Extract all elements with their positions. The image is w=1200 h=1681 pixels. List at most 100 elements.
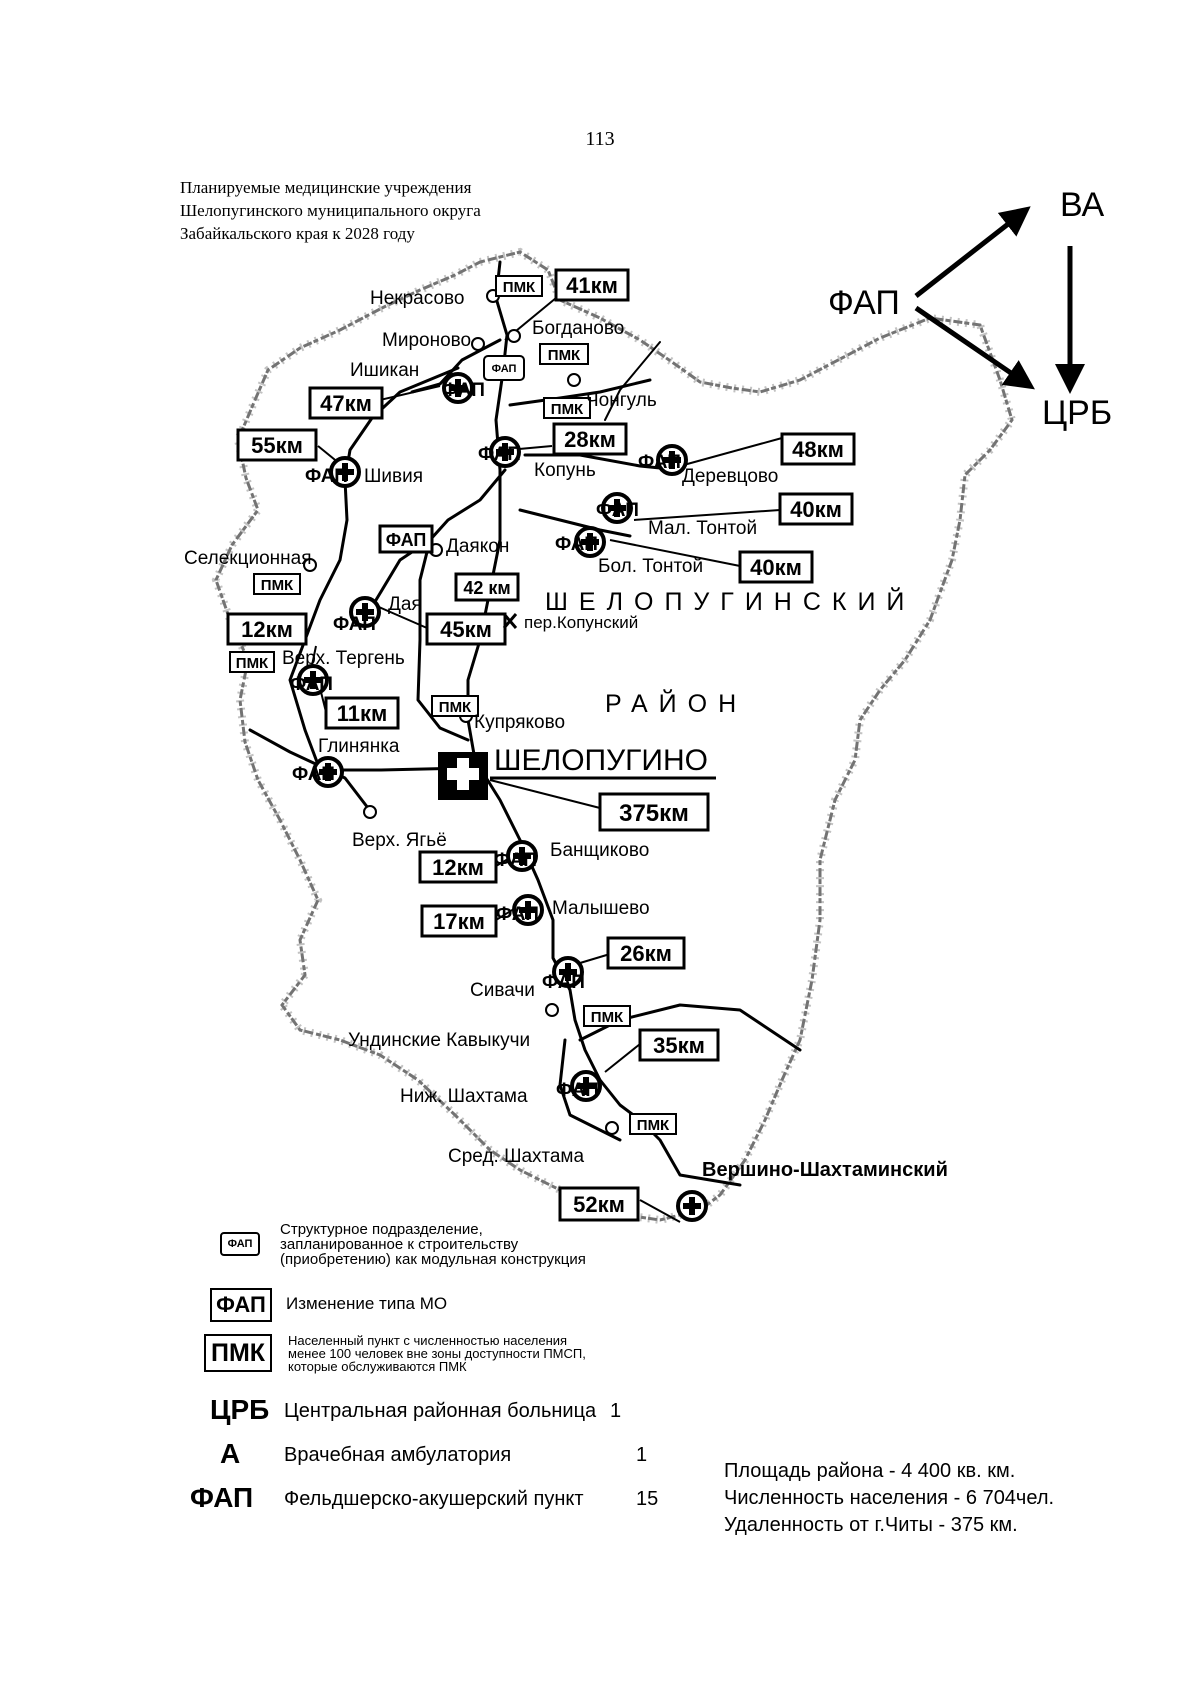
fap-tag: ФАП xyxy=(496,904,539,925)
district-boundary-shading xyxy=(211,247,1017,1225)
pmk-badge: ПМК xyxy=(229,651,275,673)
scheme-node-crb: ЦРБ xyxy=(1042,394,1112,432)
pmk-badge-label: ПМК xyxy=(591,1009,624,1026)
pmk-badge: ПМК xyxy=(629,1113,677,1135)
leader-375 xyxy=(489,779,601,809)
legend-fap-text: Фельдшерско-акушерский пункт xyxy=(284,1488,584,1510)
distance-box: 11км xyxy=(324,696,400,730)
settlement-label: Верх. Ягьё xyxy=(352,830,447,851)
legend-va-text: Врачебная амбулатория xyxy=(284,1444,512,1466)
legend-crb-count: 1 xyxy=(610,1400,622,1422)
pmk-badge-label: ПМК xyxy=(548,347,581,364)
road-shakhtama-loop xyxy=(558,1038,622,1142)
map-title-line: Планируемые медицинские учреждения xyxy=(180,178,472,197)
fap-tag: ФАП xyxy=(494,850,537,871)
settlement-label: Мироново xyxy=(382,330,471,351)
legend-pmk-line: менее 100 человек вне зоны доступности П… xyxy=(288,1346,586,1361)
fap-marker xyxy=(676,1190,708,1222)
distance-label: 35км xyxy=(653,1033,705,1058)
legend-pmk-badge: ПМК xyxy=(204,1334,272,1372)
distance-label: 28км xyxy=(564,427,616,452)
distance-label: 41км xyxy=(566,273,618,298)
settlement-label: Верх. Тергень xyxy=(282,648,405,669)
fap-badge-label: ФАП xyxy=(492,363,517,375)
distance-box: 41км xyxy=(554,268,630,302)
distance-box: 47км xyxy=(308,386,384,420)
distance-label: 12км xyxy=(432,855,484,880)
stat-distance: Удаленность от г.Читы - 375 км. xyxy=(724,1514,1018,1536)
pmk-badge-label: ПМК xyxy=(439,699,472,716)
distance-box: 55км xyxy=(236,428,318,462)
settlement-dot xyxy=(605,1121,619,1135)
distance-box: 26км xyxy=(606,936,686,970)
settlement-label: Копунь xyxy=(534,460,596,481)
legend-crb-abbr: ЦРБ xyxy=(210,1394,270,1425)
page-number: 113 xyxy=(585,128,615,150)
legend-type-change-badge: ФАП xyxy=(210,1288,272,1322)
distance-label: 52км xyxy=(573,1192,625,1217)
pmk-badge-label: ПМК xyxy=(503,279,536,296)
pmk-badge: ПМК xyxy=(583,1005,631,1027)
distance-label: 47км xyxy=(320,391,372,416)
fap-tag: ФАП xyxy=(596,500,639,521)
distance-box: 12км xyxy=(418,850,498,884)
legend-pmk-line: Населенный пункт с численностью населени… xyxy=(288,1333,568,1348)
district-label: РАЙОН xyxy=(605,688,747,718)
road-ne xyxy=(604,341,661,421)
settlement-label: Глинянка xyxy=(318,736,400,757)
settlement-label: Даякон xyxy=(446,536,509,557)
settlement-label: пер.Копунский xyxy=(524,613,638,632)
pmk-badge-label: ПМК xyxy=(637,1117,670,1134)
leader-48 xyxy=(679,437,783,467)
distance-label: 11км xyxy=(337,701,388,726)
legend-va-abbr: А xyxy=(220,1438,241,1469)
pmk-badge: ПМК xyxy=(431,695,479,717)
map-title-line: Забайкальского края к 2028 году xyxy=(180,224,415,243)
road-daya xyxy=(416,468,507,742)
fap-tag: ФАП xyxy=(478,444,521,465)
settlement-label: Мал. Тонтой xyxy=(648,518,757,539)
settlement-label: Шивия xyxy=(364,466,423,487)
pmk-badge: ПМК xyxy=(543,397,591,419)
legend-modular-badge: ФАП xyxy=(220,1232,260,1256)
settlement-dot xyxy=(507,329,521,343)
map-badges: ПМК ПМК ПМК ПМК ПМК ПМК ПМК ПМК ФАП ФАП xyxy=(229,275,677,1135)
settlement-dot xyxy=(363,805,377,819)
settlement-dot xyxy=(303,558,317,572)
distance-box: 45км xyxy=(425,612,507,646)
settlement-label: Купряково xyxy=(474,712,565,733)
scheme-arrow-icon xyxy=(914,206,1031,298)
pmk-badge-label: ПМК xyxy=(261,577,294,594)
distance-box: 28км xyxy=(552,422,628,456)
distance-label: 12км xyxy=(241,617,293,642)
distance-box: 52км xyxy=(558,1186,640,1222)
settlement-label: Малышево xyxy=(552,898,650,919)
referral-scheme: ФАП ВА ЦРБ xyxy=(828,186,1112,432)
scheme-node-va: ВА xyxy=(1060,186,1105,224)
pmk-badge-label: ПМК xyxy=(236,655,269,672)
fap-modular-badge: ФАП xyxy=(483,355,525,381)
settlement-label: Некрасово xyxy=(370,288,464,309)
settlement-label: Бол. Тонтой xyxy=(598,556,703,577)
map-title-line: Шелопугинского муниципального округа xyxy=(180,201,481,220)
distance-box: 42 км xyxy=(454,572,520,602)
settlement-dot xyxy=(567,373,581,387)
legend-va-count: 1 xyxy=(636,1444,648,1466)
pmk-badge: ПМК xyxy=(495,275,543,297)
pmk-badge: ПМК xyxy=(253,573,301,595)
settlement-label: Ниж. Шахтама xyxy=(400,1086,528,1107)
settlement-labels: Некрасово Богданово Мироново Ишикан Чонг… xyxy=(184,288,948,1181)
center-name: ШЕЛОПУГИНО xyxy=(494,744,708,777)
distance-label: 40км xyxy=(750,555,802,580)
settlement-label: Банщиково xyxy=(550,840,649,861)
leader-52 xyxy=(639,1199,681,1223)
leader-47 xyxy=(379,385,441,401)
settlement-label: Ишикан xyxy=(350,360,419,381)
road-chongul xyxy=(508,378,652,407)
leader-40a xyxy=(633,509,781,521)
distance-box: 17км xyxy=(420,904,498,938)
settlement-dot xyxy=(471,337,485,351)
legend-fap-abbr: ФАП xyxy=(190,1482,254,1513)
legend-pmk-line: которые обслуживаются ПМК xyxy=(288,1359,467,1374)
